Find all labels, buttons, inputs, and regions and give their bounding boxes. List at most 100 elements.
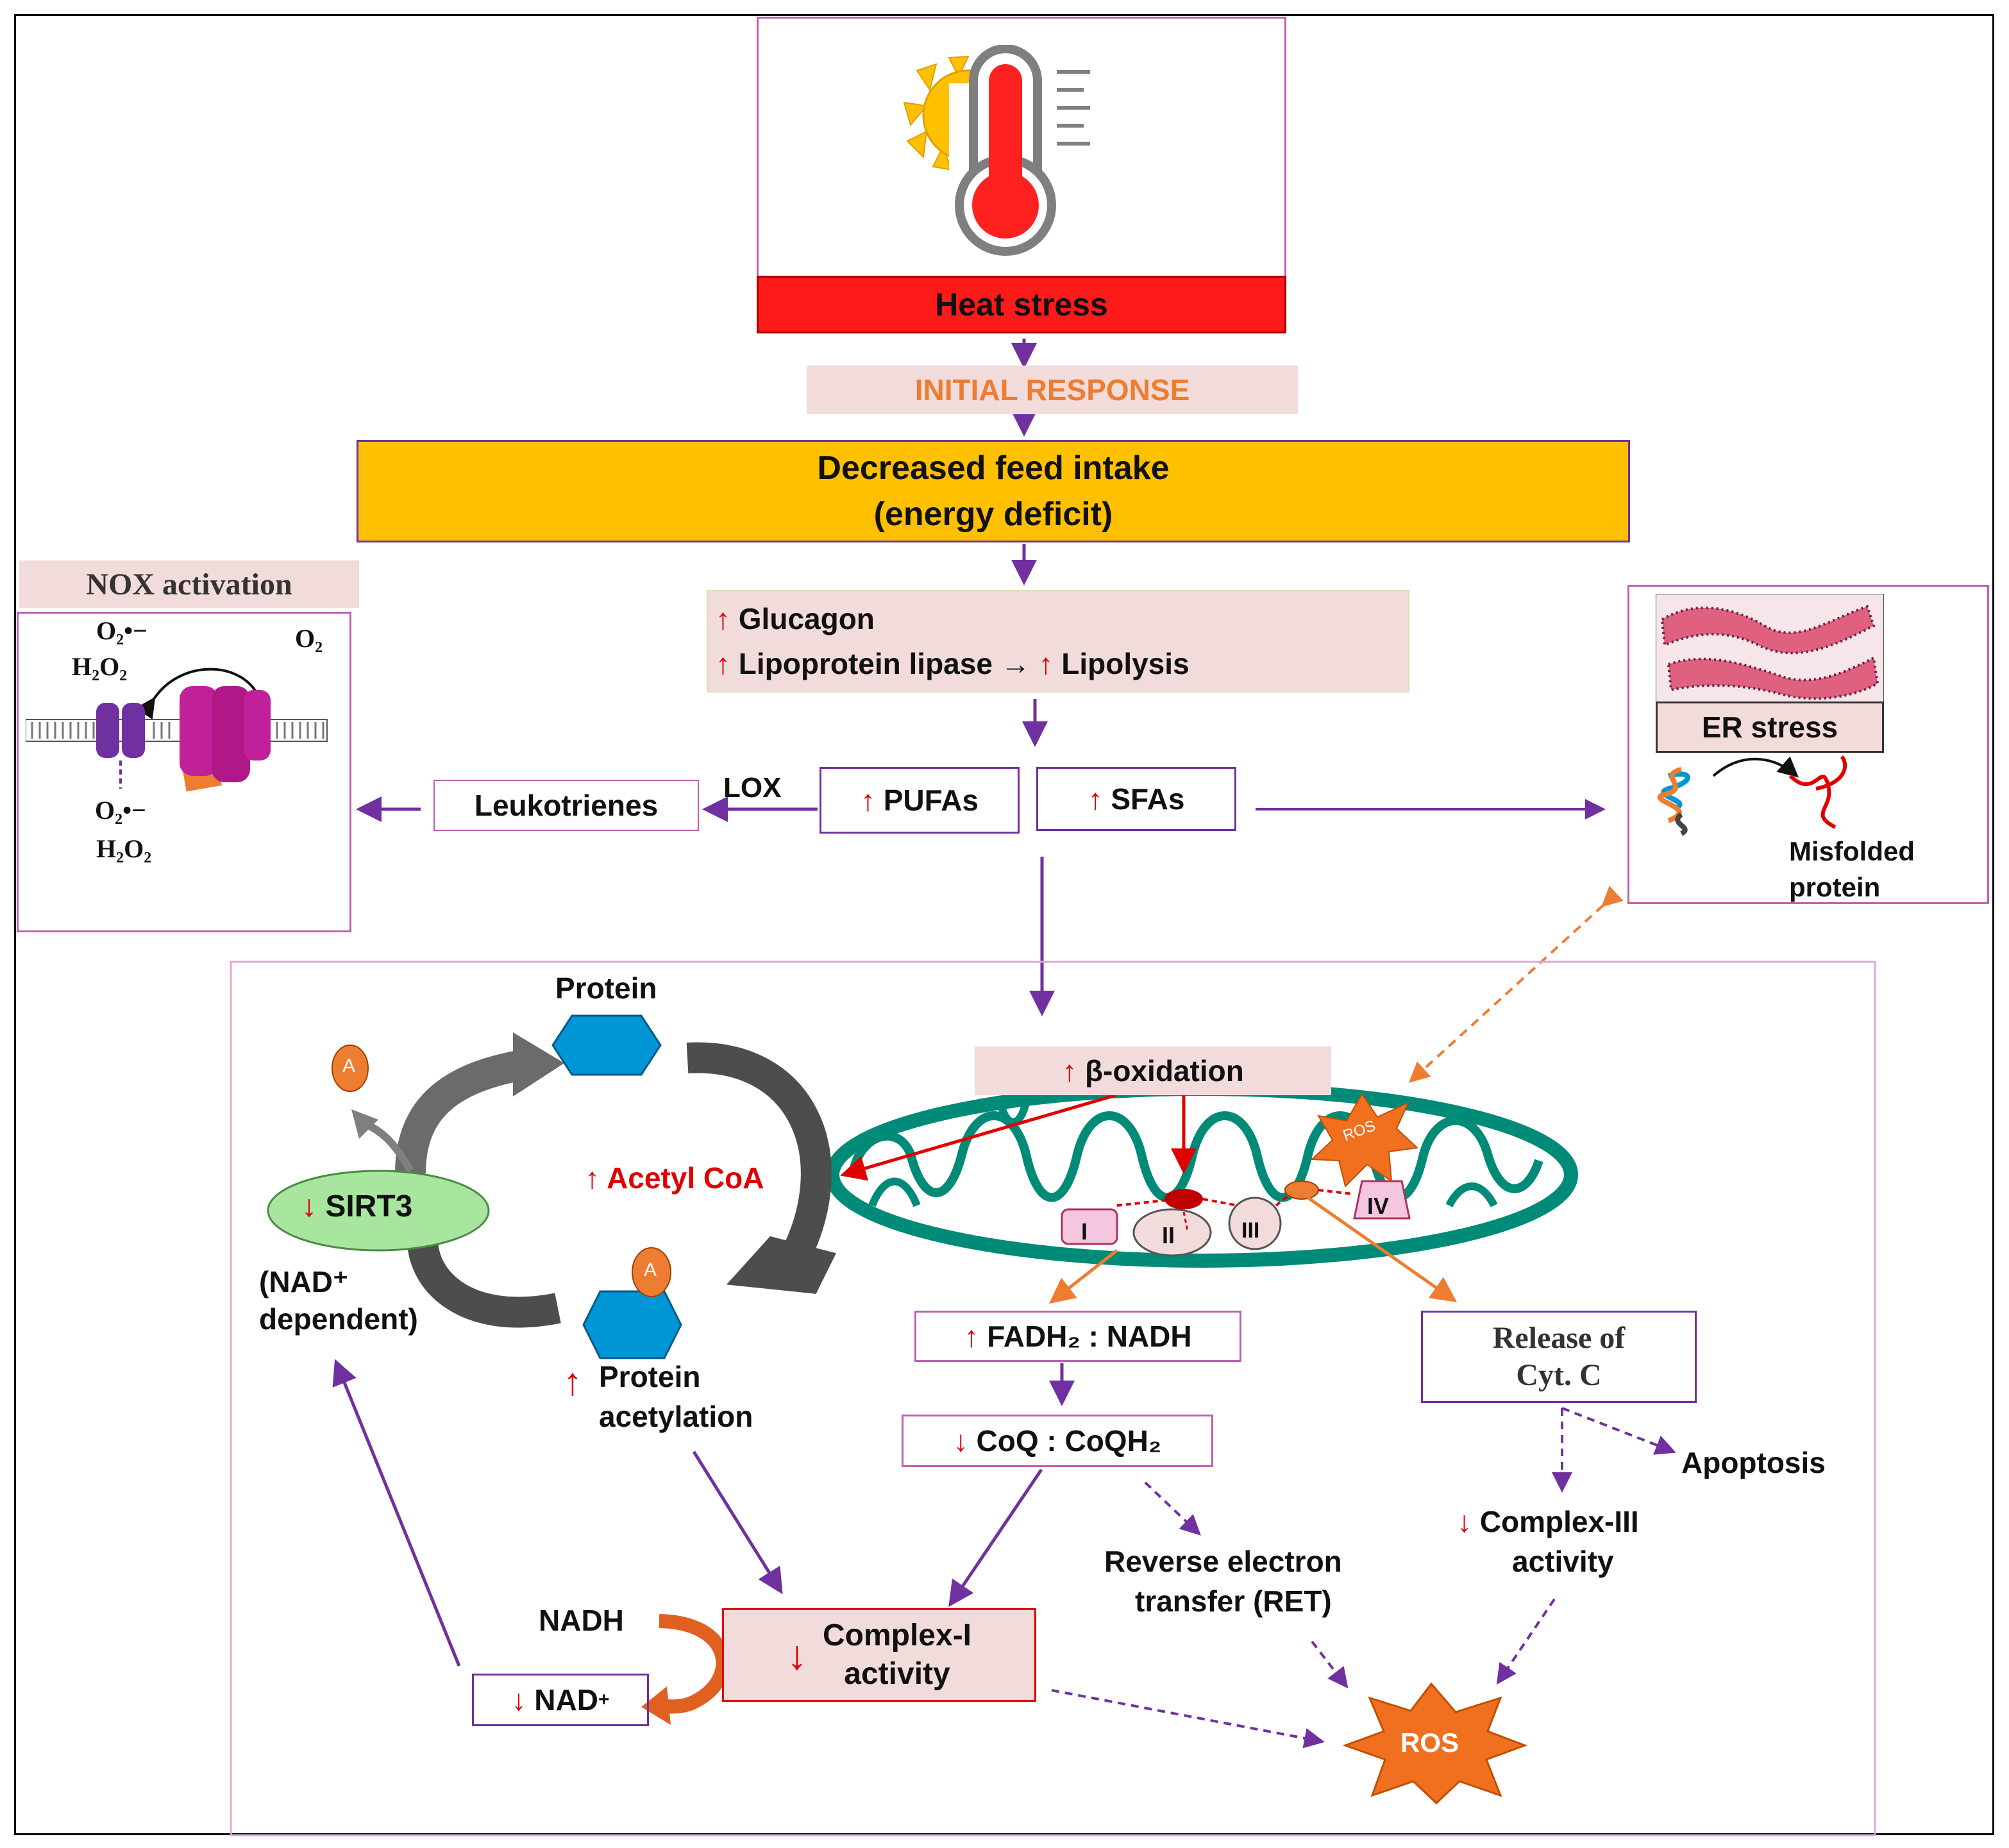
protein-acetylation-line2: acetylation [599, 1400, 753, 1433]
cytc-line2: Cyt. C [1516, 1358, 1602, 1392]
lipolysis-line: ↑ Lipoprotein lipase → ↑ Lipolysis [716, 646, 1189, 681]
arrow-cytc-to-apoptosis [1561, 1407, 1676, 1455]
beta-oxidation-label: β-oxidation [1084, 1054, 1244, 1088]
pufas-box: ↑ PUFAs [820, 767, 1020, 834]
up-arrow: ↑ [860, 784, 875, 817]
feed-intake-line2: (energy deficit) [873, 496, 1113, 533]
arrow-ret-to-ros [1311, 1640, 1349, 1689]
misfolded-line1: Misfolded [1789, 836, 1915, 866]
cycle-arrow-top-left [395, 1049, 529, 1174]
feed-intake-box: Decreased feed intake (energy deficit) [357, 440, 1630, 542]
complex-i-label: I [1081, 1218, 1088, 1245]
complex-iii-activity-line2: activity [1512, 1545, 1614, 1578]
arrow-complexi-to-ros [1051, 1689, 1325, 1749]
nad-superscript: + [598, 1689, 610, 1710]
coq-box: ↓ CoQ : CoQH₂ [902, 1415, 1213, 1467]
down-arrow: ↓ [1457, 1505, 1472, 1538]
sirt3-ellipse [267, 1170, 490, 1252]
nad-box: ↓ NAD+ [472, 1674, 649, 1726]
acetyl-a-bottom-label: A [644, 1259, 657, 1281]
pufas-label: PUFAs [883, 784, 979, 817]
heat-stress-label: Heat stress [757, 276, 1286, 333]
acetyl-a-bottom [632, 1247, 671, 1297]
arrow-complexiii-to-ros [1496, 1598, 1556, 1685]
up-arrow: ↑ [964, 1320, 979, 1353]
misfolded-line2: protein [1789, 872, 1881, 902]
cytc-shape [1284, 1180, 1319, 1200]
nox-o2: O₂ [295, 624, 323, 653]
nad-dependent-line2: dependent) [259, 1302, 418, 1336]
mito-region-frame [230, 961, 1876, 1836]
ros-big-label: ROS [1400, 1727, 1459, 1758]
sfas-box: ↑ SFAs [1036, 767, 1236, 831]
complex-i-activity-box: ↓ Complex-I activity [722, 1608, 1036, 1702]
up-arrow: ↑ [716, 647, 730, 680]
protein-hexagon-bottom [582, 1290, 682, 1359]
initial-response-label: INITIAL RESPONSE [807, 365, 1298, 414]
up-arrow-acetylation: ↑ [563, 1360, 582, 1403]
up-arrow: ↑ [1038, 647, 1054, 680]
acetyl-coa-text: Acetyl CoA [607, 1161, 764, 1195]
arrow-complexi-to-fadh [1049, 1249, 1118, 1304]
complex-ii-shape [1132, 1208, 1212, 1257]
complex-iv-shape [1353, 1180, 1411, 1220]
apoptosis-label: Apoptosis [1681, 1446, 1826, 1479]
complex-i-line1: Complex-I [822, 1618, 972, 1652]
up-arrow: ↑ [585, 1161, 600, 1195]
er-stress-label: ER stress [1656, 701, 1884, 753]
complex-ii-label: II [1162, 1222, 1175, 1248]
nad-label: NAD [534, 1683, 598, 1717]
lipolysis-arrow: → [1000, 647, 1030, 680]
sfas-label: SFAs [1111, 782, 1185, 816]
feed-intake-line1: Decreased feed intake [817, 449, 1170, 487]
nox-o2rad-top: O₂•− [96, 616, 147, 645]
complex-i-line2: activity [844, 1657, 950, 1691]
nadh-label: NADH [539, 1604, 624, 1637]
thermometer-sun-icon [903, 45, 1090, 256]
acetyl-a-free-label: A [342, 1055, 356, 1077]
fadh-nadh-box: ↑ FADH₂ : NADH [914, 1311, 1241, 1362]
nox-h2o2-top: H₂O₂ [72, 652, 128, 681]
glucagon-line: ↑ Glucagon [716, 601, 875, 636]
complex-iii-shape [1228, 1197, 1282, 1250]
glucagon-label: Glucagon [738, 602, 875, 635]
fadh-nadh-label: FADH₂ : NADH [987, 1320, 1192, 1353]
sirt3-label: ↓ SIRT3 [301, 1189, 412, 1224]
cycle-arrow-top-right [686, 1042, 832, 1264]
up-arrow: ↑ [1062, 1054, 1077, 1088]
acetyl-a-free [332, 1045, 369, 1092]
complex-i-shape [1061, 1208, 1118, 1245]
arrow-nad-to-sirt3 [332, 1359, 461, 1667]
arrow-cytc-to-release [1307, 1196, 1458, 1302]
cytc-box: Release of Cyt. C [1421, 1311, 1697, 1403]
ret-line2: transfer (RET) [1135, 1584, 1332, 1618]
nox-membrane-icon [26, 668, 328, 792]
nox-o2rad-bottom: O₂•− [95, 796, 146, 825]
nad-dependent-line1: (NAD⁺ [259, 1265, 349, 1298]
misfolded-protein-icon [1658, 755, 1847, 836]
down-arrow: ↓ [786, 1632, 807, 1678]
down-arrow: ↓ [301, 1189, 317, 1223]
ros-big-star [1342, 1682, 1528, 1805]
arrow-coq-to-complexi [948, 1468, 1043, 1608]
ret-line1: Reverse electron [1104, 1545, 1342, 1578]
leukotrienes-box: Leukotrienes [433, 780, 699, 831]
arrow-er-mito-dashed [1409, 886, 1624, 1083]
acetyl-coa-label: ↑ Acetyl CoA [585, 1161, 764, 1195]
protein-label: Protein [555, 971, 657, 1005]
complex-iii-activity-line1: ↓ Complex-III [1457, 1504, 1639, 1539]
complex-i-activity-text: Complex-I activity [823, 1617, 971, 1693]
er-icon [1656, 594, 1884, 703]
lipolysis-label: Lipolysis [1061, 647, 1189, 680]
protein-acetylation-line1: Protein [599, 1360, 701, 1393]
coq-shape [1164, 1189, 1203, 1209]
arrow-acetylation-to-complexi [692, 1450, 783, 1595]
complex-iv-label: IV [1367, 1193, 1390, 1219]
arrow-beta-to-acetylcoa [840, 1093, 1116, 1181]
hormones-box: ↑ Glucagon ↑ Lipoprotein lipase → ↑ Lipo… [707, 590, 1409, 693]
nox-title: NOX activation [19, 560, 359, 608]
er-panel [1627, 585, 1989, 904]
lox-label: LOX [723, 772, 782, 803]
arrow-coq-to-ret [1144, 1481, 1201, 1536]
ros-small-star [1310, 1093, 1419, 1188]
